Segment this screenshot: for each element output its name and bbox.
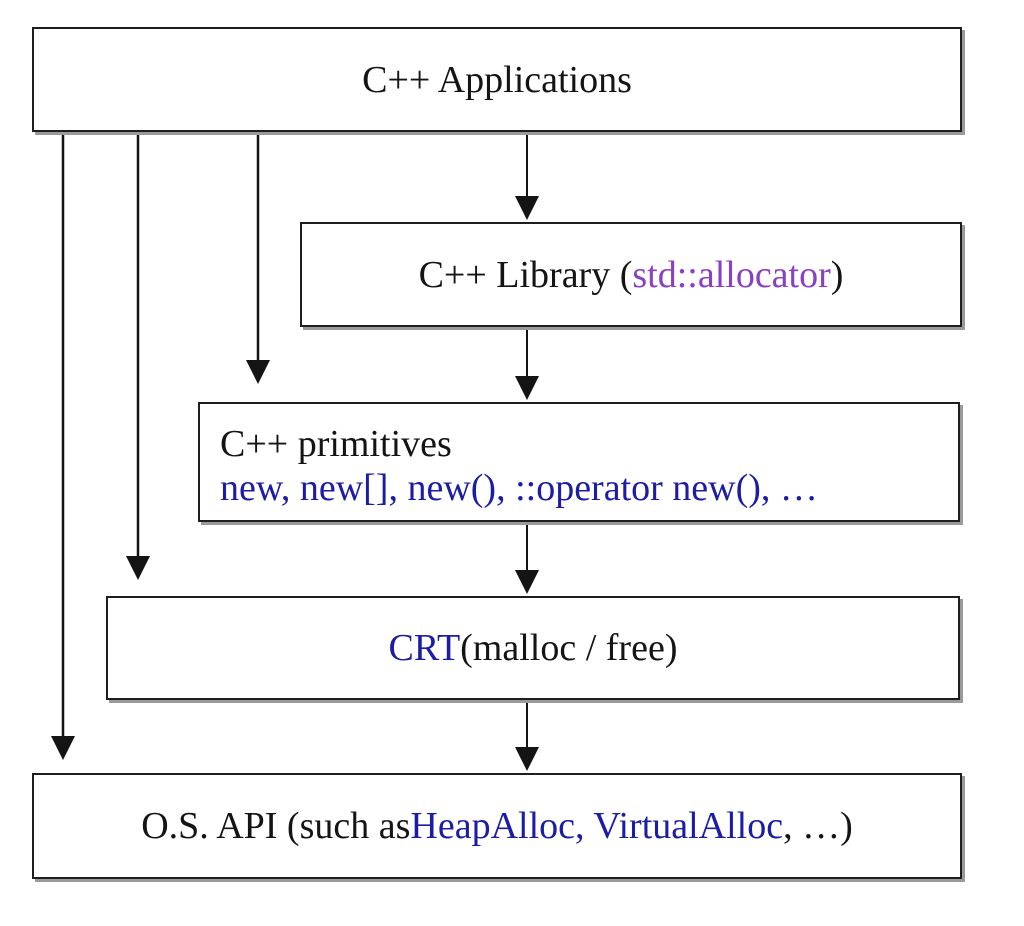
arrow-apps-to-library [515, 132, 539, 220]
cpp-primitives-title: C++ primitives [220, 423, 452, 465]
os-api-label: O.S. API (such as [141, 805, 411, 847]
cpp-library-label: C++ Library ( [418, 253, 633, 296]
cpp-applications-box: C++ Applications [32, 27, 962, 132]
crt-box: CRT (malloc / free) [106, 596, 960, 700]
arrow-primitives-to-crt [515, 522, 539, 594]
std-allocator-label: std::allocator [632, 253, 831, 296]
crt-functions-label: (malloc / free) [460, 627, 678, 669]
arrow-apps-to-primitives [246, 132, 270, 384]
os-api-functions-label: HeapAlloc, VirtualAlloc [410, 805, 784, 847]
arrow-apps-to-os-api [51, 132, 75, 760]
cpp-primitives-box: C++ primitives new, new[], new(), ::oper… [198, 402, 960, 522]
arrow-crt-to-os-api [515, 700, 539, 771]
cpp-library-label-suffix: ) [830, 253, 844, 296]
os-api-box: O.S. API (such as HeapAlloc, VirtualAllo… [32, 773, 962, 879]
cpp-applications-label: C++ Applications [362, 58, 632, 101]
cpp-primitives-list: new, new[], new(), ::operator new(), … [220, 467, 818, 509]
crt-label: CRT [388, 627, 461, 669]
os-api-label-suffix: , …) [783, 805, 853, 847]
arrow-apps-to-crt [126, 132, 150, 580]
cpp-library-box: C++ Library (std::allocator) [300, 222, 962, 327]
arrow-library-to-primitives [515, 327, 539, 400]
